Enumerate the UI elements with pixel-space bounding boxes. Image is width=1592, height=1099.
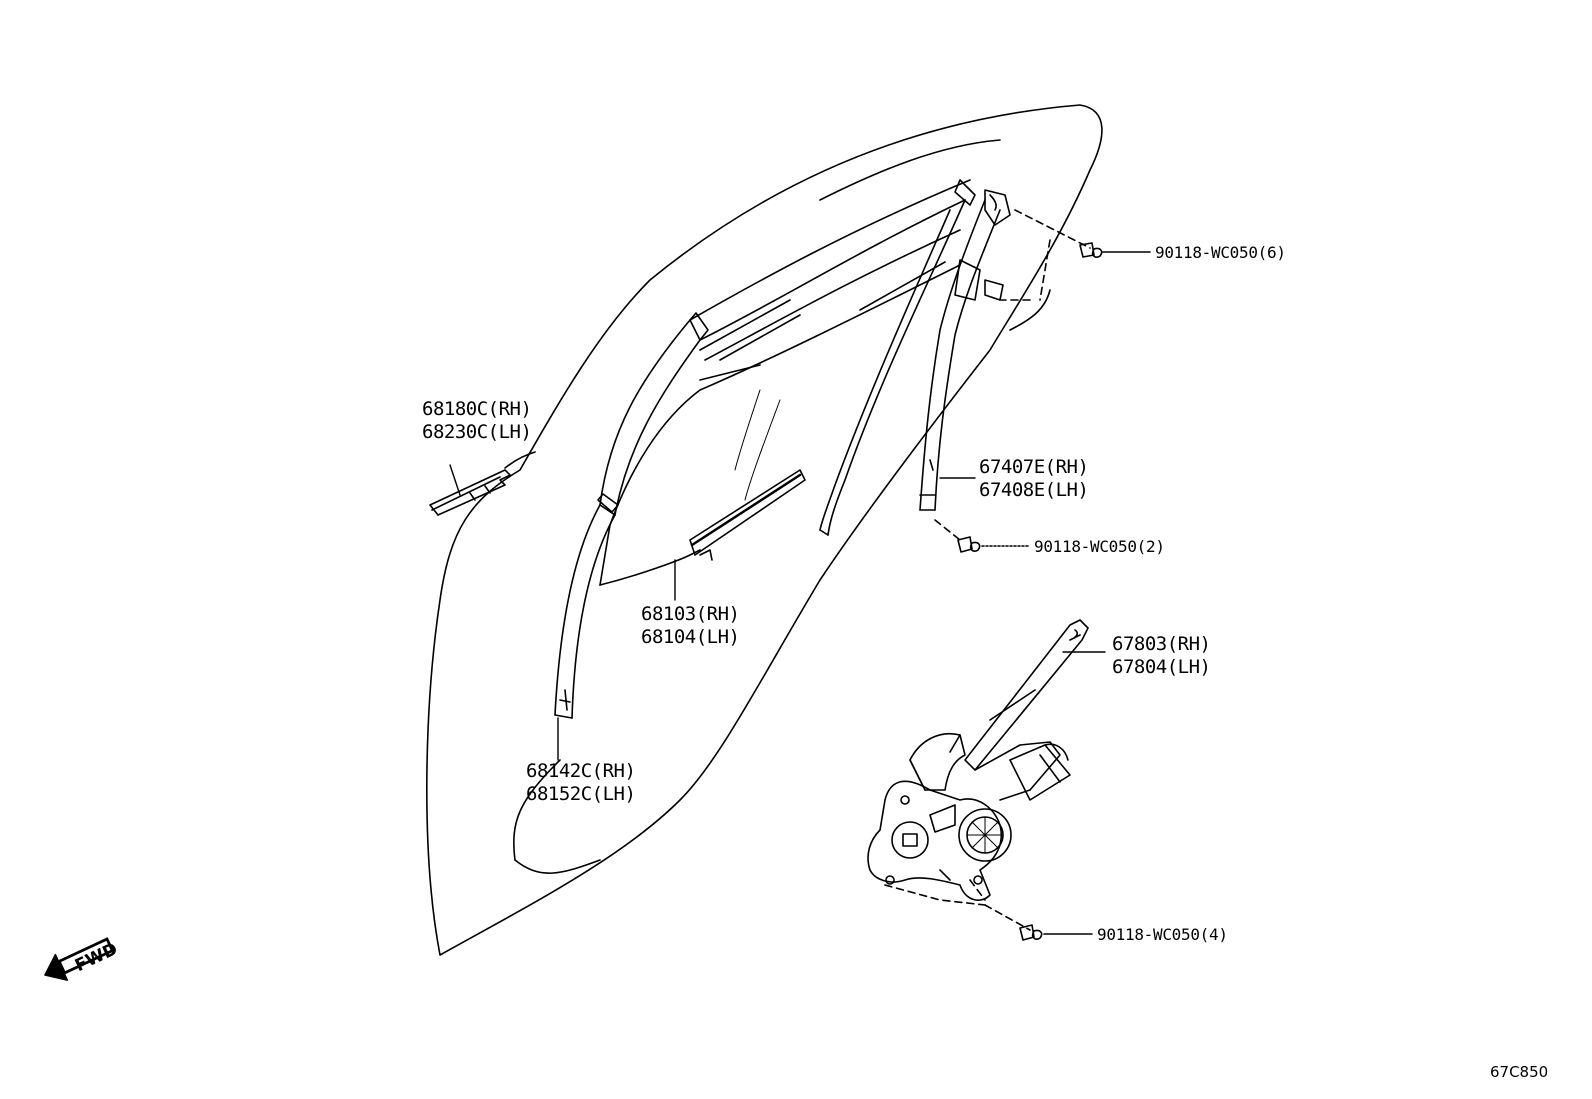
label-regulator: 67803(RH) 67804(LH) — [1112, 633, 1211, 679]
front-run-channel — [554, 312, 709, 719]
label-bolt-mid: 90118-WC050(2) — [1034, 537, 1165, 556]
label-regulator-lh: 67804(LH) — [1112, 656, 1211, 678]
label-run-channel-rear-rh: 67407E(RH) — [979, 456, 1089, 478]
label-leaders — [449, 464, 1106, 761]
label-run-channel-front: 68142C(RH) 68152C(LH) — [526, 760, 636, 806]
division-bar — [819, 199, 966, 536]
label-glass-lh: 68104(LH) — [641, 626, 740, 648]
fwd-arrow-icon — [44, 937, 115, 981]
upper-frame — [689, 179, 976, 361]
bolt-bottom-icon — [1019, 924, 1093, 941]
door-panel-outline — [426, 104, 1103, 956]
label-glass: 68103(RH) 68104(LH) — [641, 603, 740, 649]
upper-guide-piece — [429, 451, 536, 516]
door-glass — [599, 261, 961, 586]
label-run-channel-front-lh: 68152C(LH) — [526, 783, 636, 805]
window-regulator — [867, 619, 1089, 901]
bolt-mid-icon — [957, 536, 1031, 553]
dashed-leaders — [884, 209, 1091, 931]
label-bolt-bottom: 90118-WC050(4) — [1097, 925, 1228, 944]
label-glass-rh: 68103(RH) — [641, 603, 740, 625]
label-regulator-rh: 67803(RH) — [1112, 633, 1211, 655]
glass-channel — [689, 469, 806, 561]
label-guide-upper-lh: 68230C(LH) — [422, 421, 532, 443]
label-run-channel-front-rh: 68142C(RH) — [526, 760, 636, 782]
rear-run-channel — [919, 189, 1011, 511]
label-run-channel-rear: 67407E(RH) 67408E(LH) — [979, 456, 1089, 502]
label-guide-upper: 68180C(RH) 68230C(LH) — [422, 398, 532, 444]
label-bolt-top: 90118-WC050(6) — [1155, 243, 1286, 262]
bolt-top-icon — [1079, 242, 1151, 258]
label-run-channel-rear-lh: 67408E(LH) — [979, 479, 1089, 501]
diagram-code: 67C850 — [1490, 1063, 1549, 1081]
label-guide-upper-rh: 68180C(RH) — [422, 398, 532, 420]
